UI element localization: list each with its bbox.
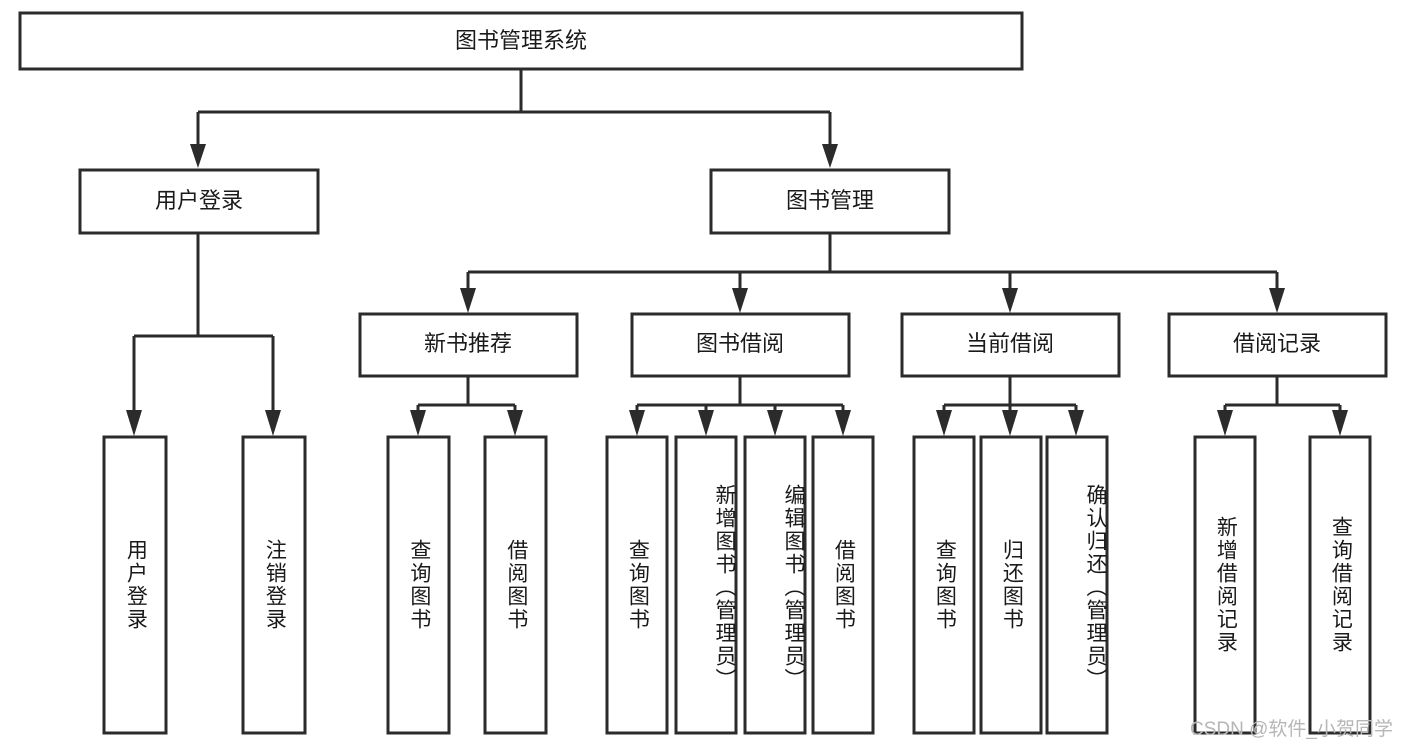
node-leaf-cur-confirm-box[interactable] [1045, 435, 1109, 735]
node-leaf-cur-return[interactable] [979, 435, 1043, 735]
node-root[interactable]: 图书管理系统 [18, 11, 1024, 71]
node-book-borrow-label: 图书借阅 [696, 331, 784, 356]
node-leaf-borrow-edit-box[interactable] [743, 435, 807, 735]
node-leaf-rec-query2-box[interactable] [1308, 435, 1372, 735]
node-current-borrow[interactable]: 当前借阅 [900, 312, 1121, 378]
node-new-book-rec-label: 新书推荐 [424, 331, 512, 356]
node-book-manage-label: 图书管理 [786, 188, 874, 213]
arrow-head-leaf-cur-confirm [1068, 410, 1084, 436]
node-leaf-user-logout-box[interactable] [241, 435, 307, 735]
arrow-head-leaf-borrow-edit [767, 410, 783, 436]
node-leaf-borrow-lend-box[interactable] [811, 435, 875, 735]
node-leaf-user-login-box[interactable] [102, 435, 168, 735]
node-borrow-record[interactable]: 借阅记录 [1167, 312, 1388, 378]
node-leaf-rec-query[interactable] [386, 435, 451, 735]
node-user-login[interactable]: 用户登录 [78, 168, 320, 235]
node-current-borrow-label: 当前借阅 [966, 331, 1054, 356]
arrow-head-leaf-user-login [126, 410, 142, 436]
node-book-manage-box[interactable] [709, 168, 951, 235]
node-leaf-cur-confirm[interactable] [1045, 435, 1109, 735]
node-leaf-rec-query-box[interactable] [386, 435, 451, 735]
arrow-head-leaf-borrow-lend [835, 410, 851, 436]
node-leaf-user-login[interactable] [102, 435, 168, 735]
node-root-label: 图书管理系统 [455, 28, 587, 53]
node-leaf-rec-borrow[interactable] [483, 435, 548, 735]
node-user-login-label: 用户登录 [155, 188, 243, 213]
node-user-login-box[interactable] [78, 168, 320, 235]
arrow-head-leaf-rec-borrow [507, 410, 523, 436]
node-new-book-rec[interactable]: 新书推荐 [358, 312, 579, 378]
node-root-box[interactable] [18, 11, 1024, 71]
arrow-head-book-borrow [732, 288, 748, 313]
node-book-manage[interactable]: 图书管理 [709, 168, 951, 235]
arrow-head-leaf-rec-query2 [1332, 410, 1348, 436]
node-leaf-rec-add[interactable] [1193, 435, 1257, 735]
arrow-head-new-book-rec [460, 288, 476, 313]
node-new-book-rec-box[interactable] [358, 312, 579, 378]
arrow-head-leaf-rec-add [1217, 410, 1233, 436]
node-leaf-cur-query-box[interactable] [912, 435, 976, 735]
node-leaf-borrow-add-box[interactable] [674, 435, 738, 735]
node-leaf-cur-query[interactable] [912, 435, 976, 735]
node-book-borrow[interactable]: 图书借阅 [630, 312, 851, 378]
node-borrow-record-label: 借阅记录 [1233, 331, 1321, 356]
arrow-head-borrow-record [1269, 288, 1285, 313]
arrow-head-leaf-user-logout [265, 410, 281, 436]
node-current-borrow-box[interactable] [900, 312, 1121, 378]
arrow-head-book-manage [822, 144, 838, 168]
node-leaf-cur-return-box[interactable] [979, 435, 1043, 735]
node-leaf-borrow-add[interactable] [674, 435, 738, 735]
arrow-head-leaf-cur-query [936, 410, 952, 436]
node-leaf-rec-query2[interactable] [1308, 435, 1372, 735]
arrow-head-user-login [190, 144, 206, 168]
node-leaf-borrow-query[interactable] [605, 435, 669, 735]
arrow-head-leaf-borrow-query [629, 410, 645, 436]
node-book-borrow-box[interactable] [630, 312, 851, 378]
connector-group [126, 69, 1348, 436]
arrow-head-leaf-borrow-add [698, 410, 714, 436]
node-leaf-user-logout[interactable] [241, 435, 307, 735]
node-borrow-record-box[interactable] [1167, 312, 1388, 378]
node-leaf-rec-borrow-box[interactable] [483, 435, 548, 735]
arrow-head-leaf-cur-return [1002, 410, 1018, 436]
arrow-head-leaf-rec-query [410, 410, 426, 436]
node-leaf-rec-add-box[interactable] [1193, 435, 1257, 735]
arrow-head-current-borrow [1002, 288, 1018, 313]
node-leaf-borrow-edit[interactable] [743, 435, 807, 735]
node-leaf-borrow-query-box[interactable] [605, 435, 669, 735]
node-leaf-borrow-lend[interactable] [811, 435, 875, 735]
